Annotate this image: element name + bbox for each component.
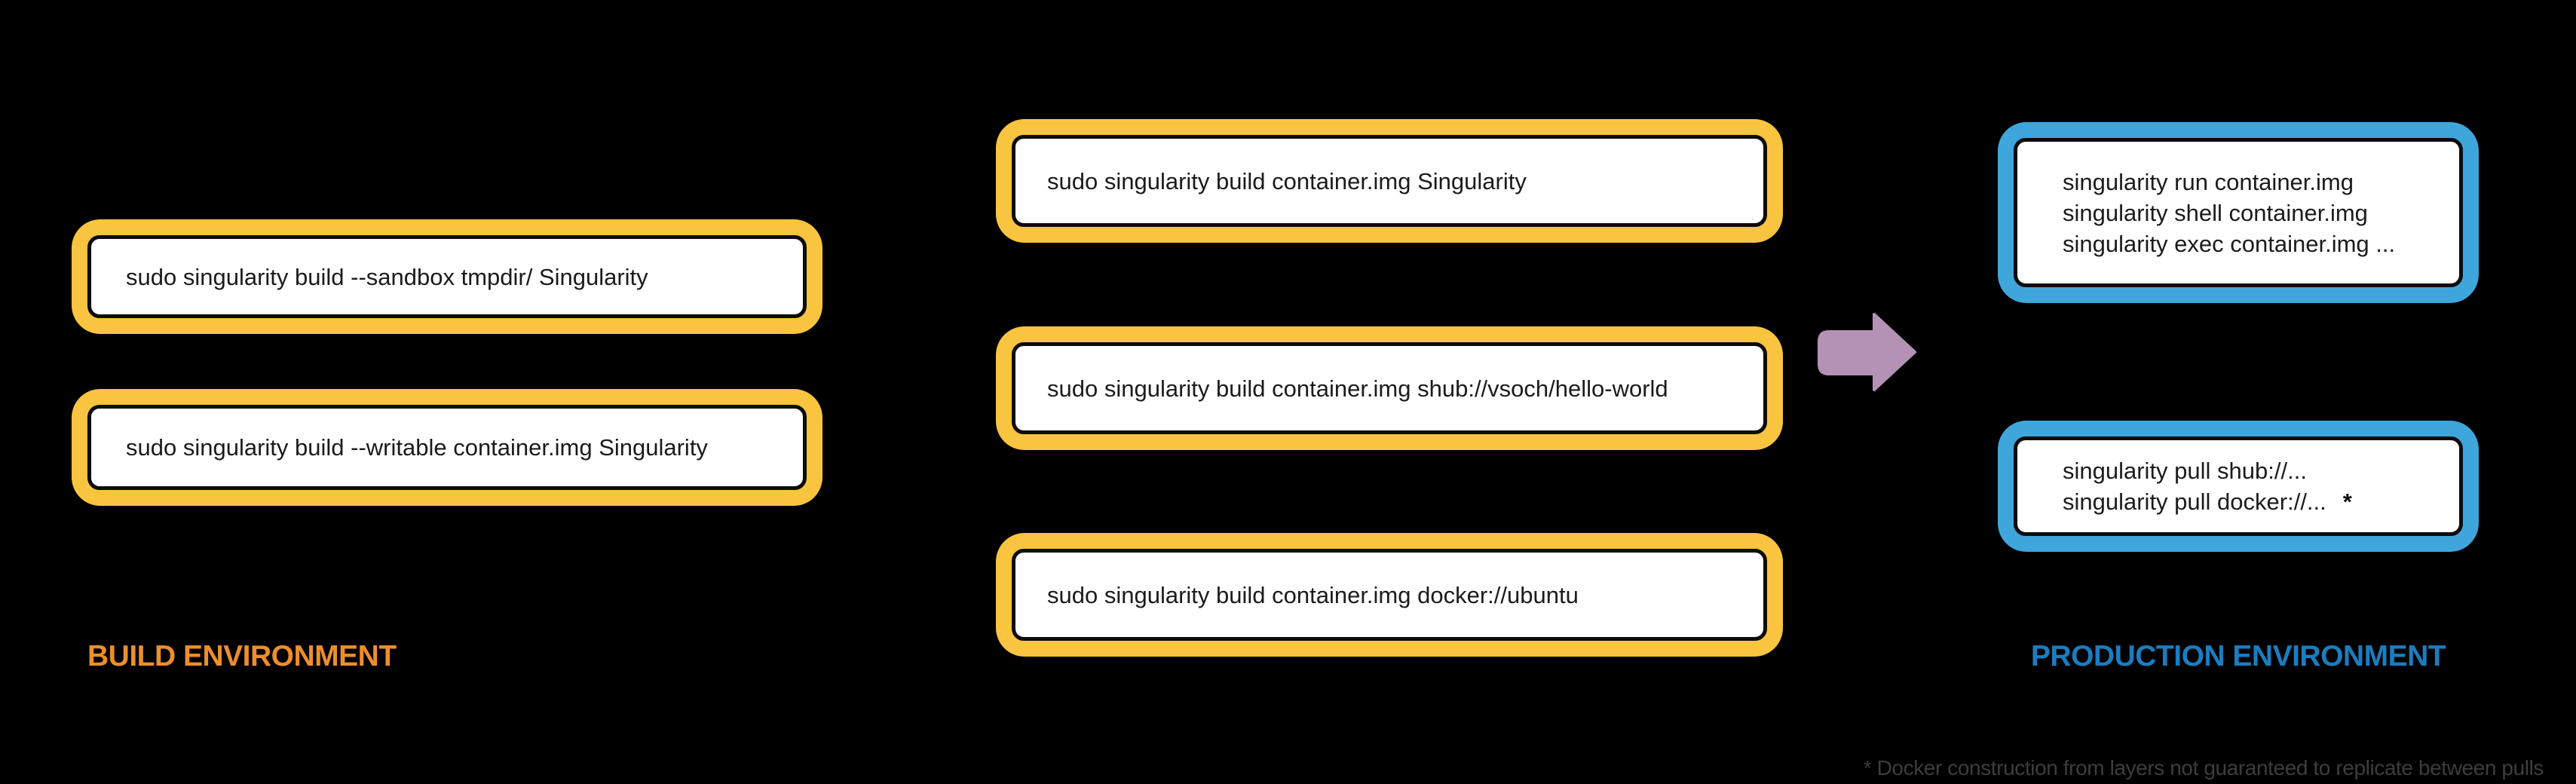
command-text: singularity pull docker://... [2063,488,2326,515]
command-text: sudo singularity build container.img Sin… [1047,167,1527,194]
command-box-inner: sudo singularity build --writable contai… [87,405,807,490]
footnote-asterisk: * [2342,488,2352,515]
command-text: sudo singularity build --writable contai… [126,434,708,461]
command-line-shell: singularity shell container.img [2063,199,2368,226]
command-box-build-recipe: sudo singularity build container.img Sin… [996,119,1783,243]
build-environment-label: BUILD ENVIRONMENT [87,640,397,672]
command-text: sudo singularity build --sandbox tmpdir/… [126,263,648,290]
command-line-pull-docker: singularity pull docker://... * [2063,486,2459,517]
command-box-inner: singularity run container.img singularit… [2014,138,2463,287]
command-line-run: singularity run container.img [2063,168,2354,195]
command-line-pull-shub: singularity pull shub://... [2063,458,2307,484]
command-box-build-writable: sudo singularity build --writable contai… [72,389,822,506]
flow-arrow-icon [1818,313,1916,391]
docker-footnote: * Docker construction from layers not gu… [1863,756,2544,779]
command-box-inner: sudo singularity build --sandbox tmpdir/… [87,235,807,318]
command-box-inner: singularity pull shub://... singularity … [2014,436,2463,536]
command-box-run-shell-exec: singularity run container.img singularit… [1998,122,2479,303]
command-line-exec: singularity exec container.img ... [2063,230,2396,257]
command-text: sudo singularity build container.img shu… [1047,375,1668,402]
command-box-inner: sudo singularity build container.img shu… [1012,342,1767,434]
command-box-build-sandbox: sudo singularity build --sandbox tmpdir/… [72,219,822,334]
command-box-inner: sudo singularity build container.img Sin… [1012,135,1767,227]
command-box-pull: singularity pull shub://... singularity … [1998,421,2479,552]
command-box-inner: sudo singularity build container.img doc… [1012,549,1767,641]
command-text: sudo singularity build container.img doc… [1047,581,1579,608]
command-box-build-docker: sudo singularity build container.img doc… [996,533,1783,657]
command-box-build-shub: sudo singularity build container.img shu… [996,326,1783,450]
production-environment-label: PRODUCTION ENVIRONMENT [2030,640,2446,672]
